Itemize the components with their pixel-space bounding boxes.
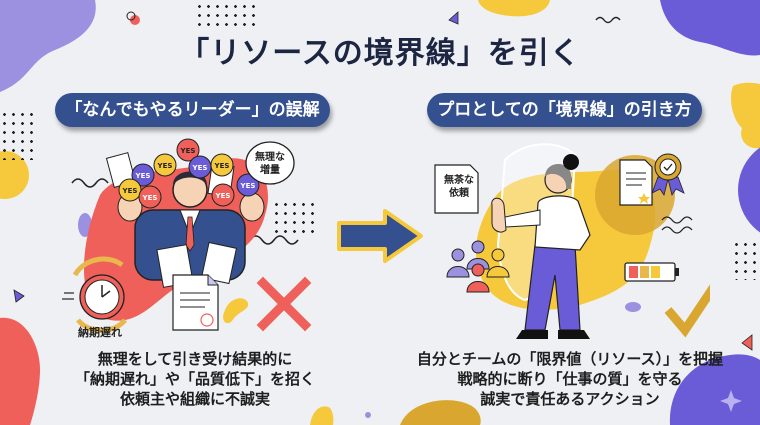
arrow-right-icon xyxy=(337,209,423,263)
right-caption: 自分とチームの「限界値（リソース）」を把握 戦略的に断り「仕事の質」を守る 誠実… xyxy=(416,350,724,408)
clock-label: 納期遅れ xyxy=(78,326,122,339)
professional-boundary-illustration xyxy=(434,143,710,339)
speech-bubble-text: 無理な 増量 xyxy=(255,152,285,176)
svg-text:YES: YES xyxy=(214,162,230,170)
overwhelmed-leader-illustration: YES YES YES YES YES YES YES YES YES xyxy=(62,138,312,333)
dot-pattern xyxy=(732,240,760,280)
svg-text:YES: YES xyxy=(142,194,158,202)
svg-text:YES: YES xyxy=(192,164,208,172)
svg-text:YES: YES xyxy=(215,192,231,200)
cross-icon xyxy=(256,276,312,332)
request-note-text: 無茶な 依頼 xyxy=(444,175,474,199)
left-caption: 無理をして引き受け結果的に 「納期遅れ」や「品質低下」を招く 依頼主や組織に不誠… xyxy=(74,350,315,408)
svg-text:YES: YES xyxy=(135,172,151,180)
svg-text:YES: YES xyxy=(180,147,196,155)
svg-text:YES: YES xyxy=(157,162,173,170)
dot-pattern xyxy=(272,200,314,236)
check-icon xyxy=(664,284,710,338)
svg-text:YES: YES xyxy=(240,182,256,190)
svg-text:YES: YES xyxy=(122,187,138,195)
page-title: 「リソースの境界線」を引く xyxy=(179,36,581,71)
left-heading-pill: 「なんでもやるリーダー」の誤解 xyxy=(55,93,330,127)
dot-pattern xyxy=(195,2,255,26)
right-heading-pill: プロとしての「境界線」の引き方 xyxy=(427,93,702,127)
dot-pattern xyxy=(0,110,38,160)
